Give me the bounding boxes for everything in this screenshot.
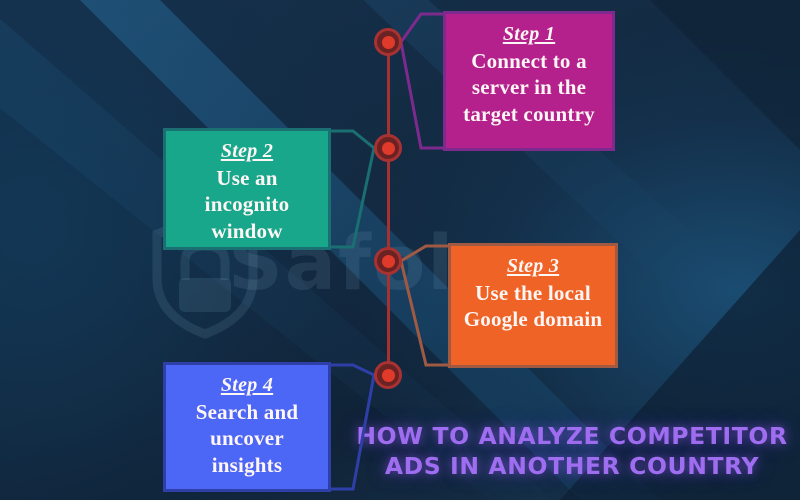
step-3-number: Step 3 [506, 255, 560, 277]
title-line-2: ADS IN ANOTHER COUNTRY [384, 452, 760, 481]
step-2-number: Step 2 [220, 140, 274, 162]
timeline-node-1[interactable] [374, 28, 402, 56]
step-2-text: Use an incognito window [204, 166, 290, 243]
infographic-title: HOW TO ANALYZE COMPETITOR ADS IN ANOTHER… [352, 421, 792, 481]
step-4-text: Search and uncover insights [195, 400, 299, 477]
step-card-2[interactable]: Step 2 Use an incognito window [163, 128, 331, 250]
step-4-number: Step 4 [220, 374, 274, 396]
title-line-1: HOW TO ANALYZE COMPETITOR [356, 422, 788, 450]
timeline-spine [387, 28, 390, 380]
timeline-node-2[interactable] [374, 134, 402, 162]
timeline-node-3[interactable] [374, 247, 402, 275]
step-card-3[interactable]: Step 3 Use the local Google domain [448, 243, 618, 368]
step-3-text: Use the local Google domain [463, 281, 603, 332]
step-card-1[interactable]: Step 1 Connect to a server in the target… [443, 11, 615, 151]
timeline-node-4[interactable] [374, 361, 402, 389]
step-1-text: Connect to a server in the target countr… [463, 49, 595, 126]
step-1-number: Step 1 [502, 23, 556, 45]
step-card-4[interactable]: Step 4 Search and uncover insights [163, 362, 331, 492]
